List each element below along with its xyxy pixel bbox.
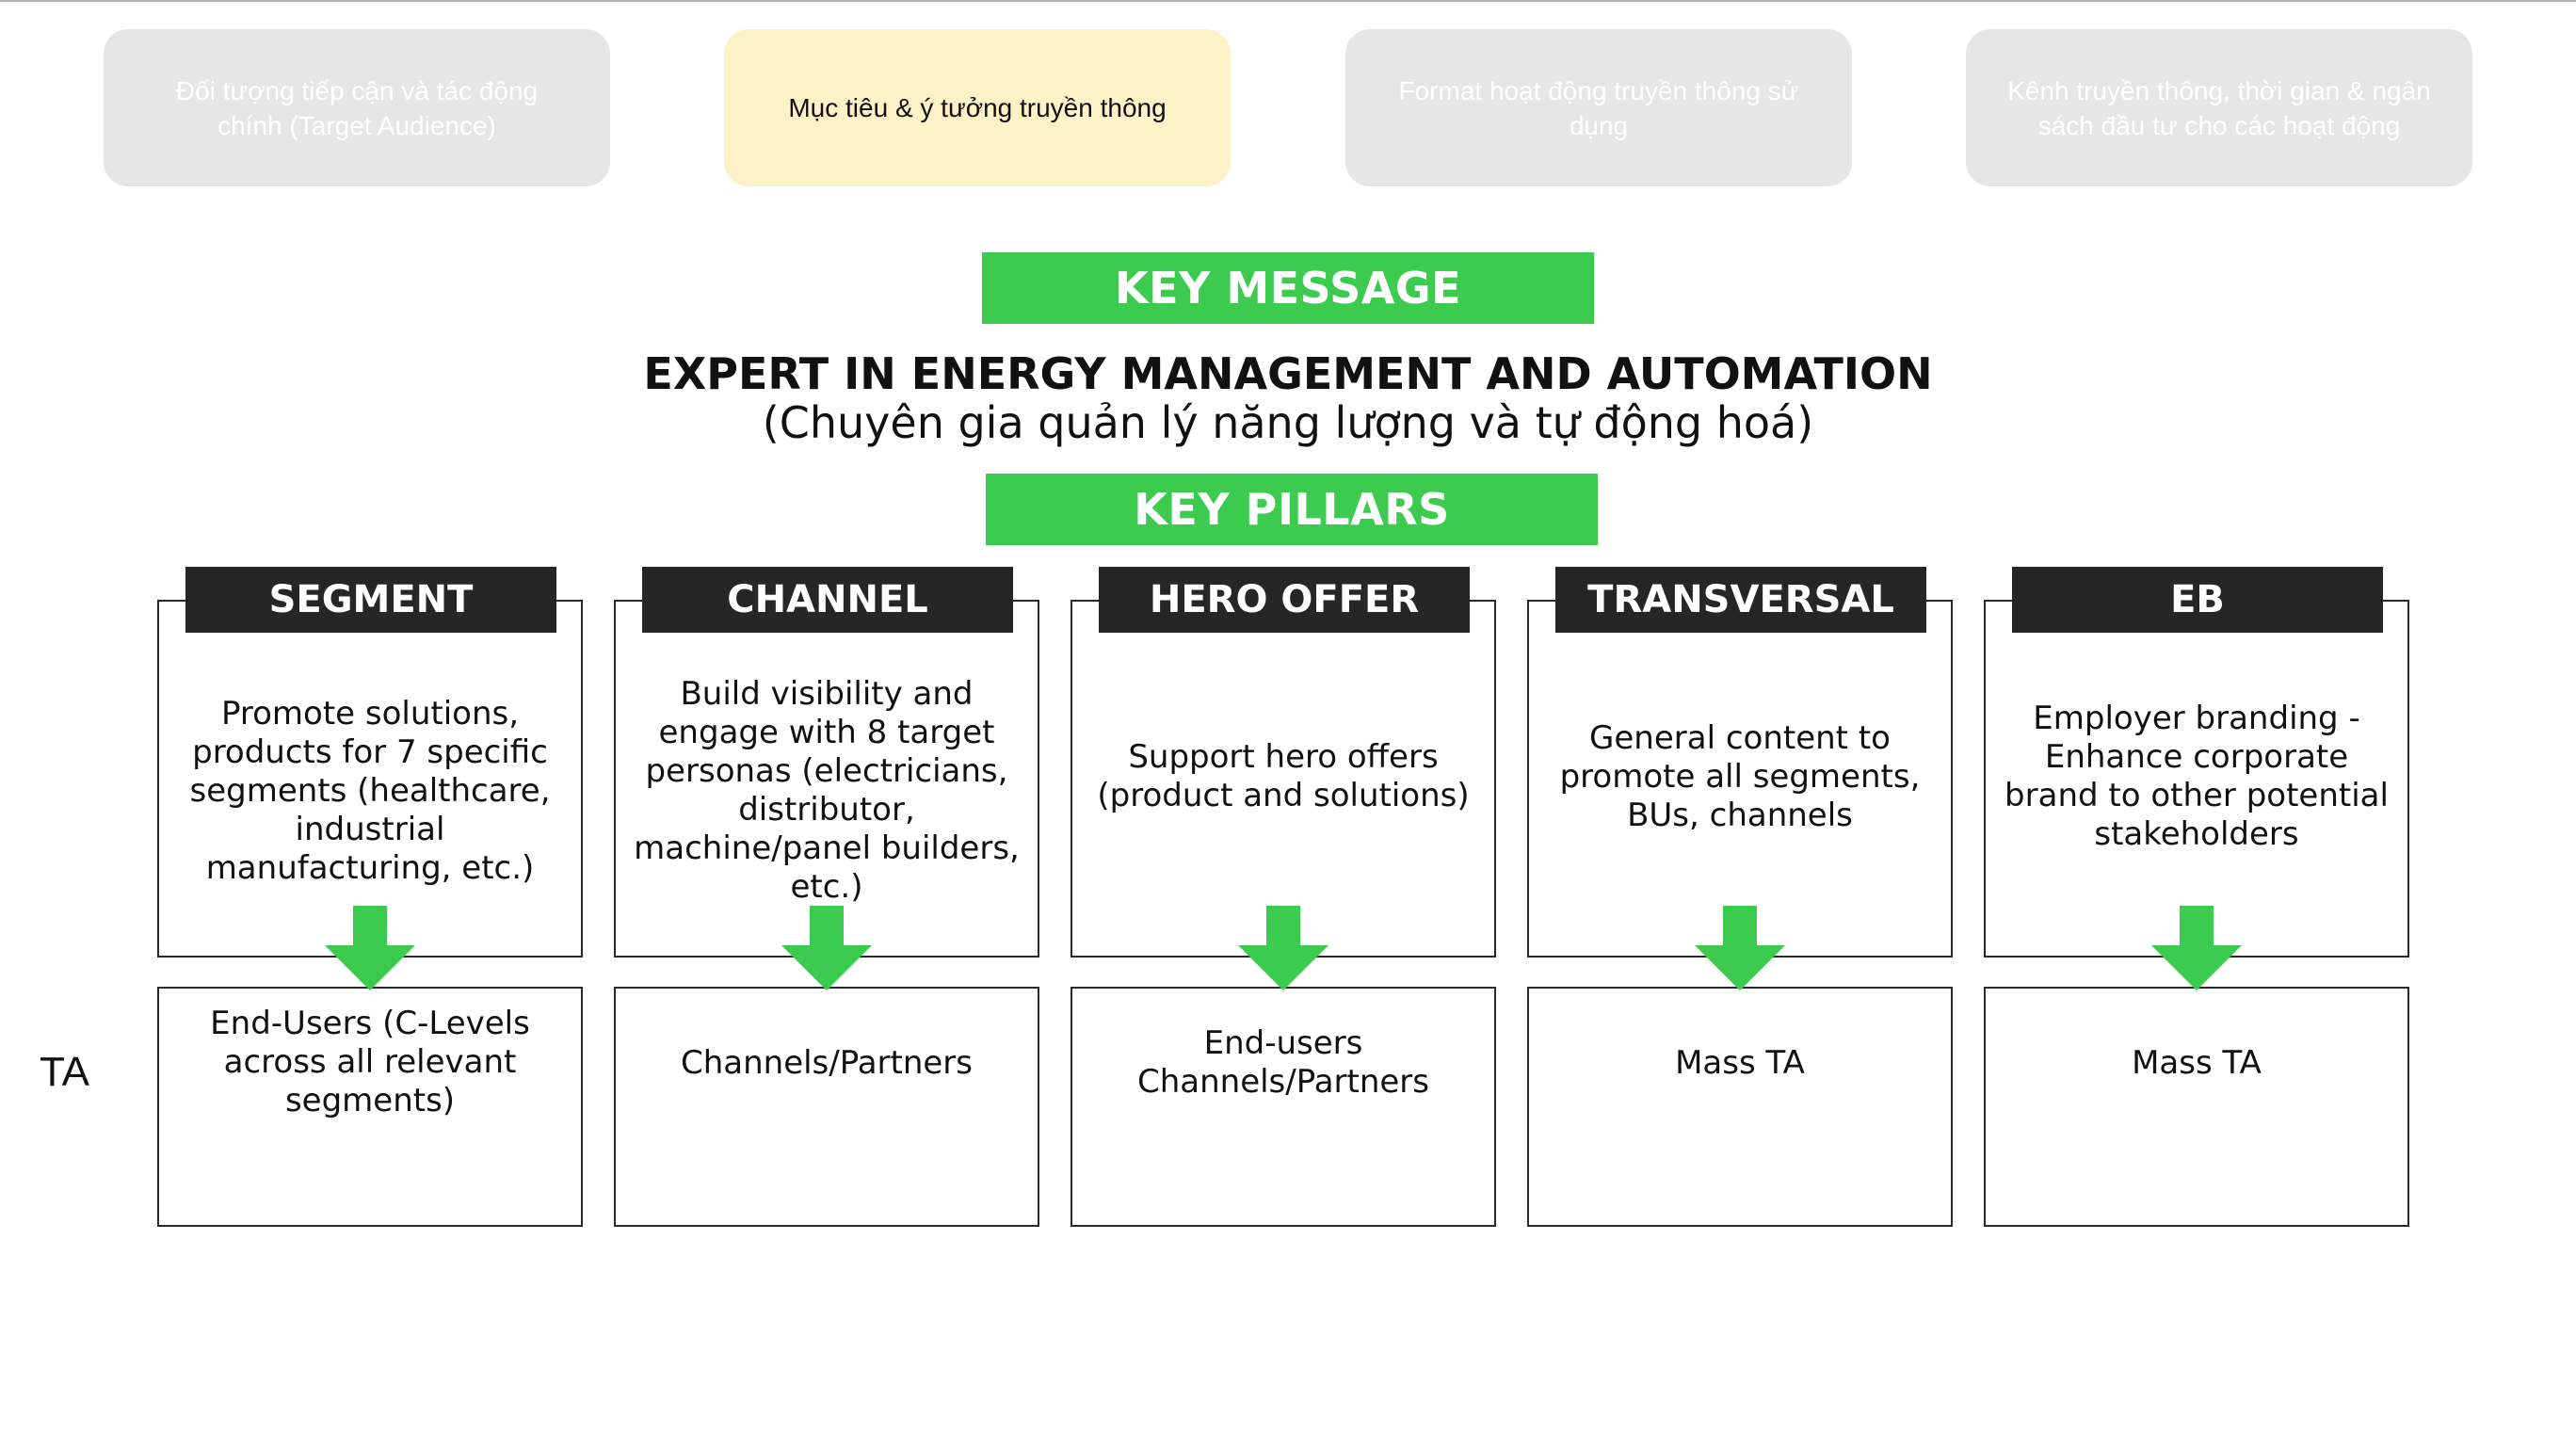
pillar-title: EB bbox=[2170, 578, 2225, 621]
ta-box-transversal bbox=[1527, 987, 1953, 1227]
pillar-header-eb: EB bbox=[2012, 567, 2383, 633]
pillar-description-text: Promote solutions, products for 7 specif… bbox=[189, 694, 551, 887]
nav-card-activity-format[interactable]: Format hoạt động truyền thông sử dụng bbox=[1345, 29, 1852, 186]
pillar-description-eb: Employer branding - Enhance corporate br… bbox=[1999, 650, 2394, 904]
key-pillars-banner-label: KEY PILLARS bbox=[1134, 484, 1450, 535]
nav-card-label: Kênh truyền thông, thời gian & ngân sách… bbox=[2007, 75, 2431, 140]
key-message-banner-label: KEY MESSAGE bbox=[1114, 263, 1462, 314]
ta-text-segment: End-Users (C-Levels across all relevant … bbox=[210, 1005, 530, 1119]
nav-card-label: Đối tượng tiếp cận và tác động chính (Ta… bbox=[175, 75, 539, 140]
key-pillars-banner: KEY PILLARS bbox=[986, 474, 1598, 545]
key-message-headline: EXPERT IN ENERGY MANAGEMENT AND AUTOMATI… bbox=[643, 348, 1933, 399]
pillar-header-channel: CHANNEL bbox=[642, 567, 1013, 633]
nav-card-label: Format hoạt động truyền thông sử dụng bbox=[1398, 75, 1799, 140]
pillar-title: CHANNEL bbox=[727, 578, 928, 621]
ta-box-channel bbox=[614, 987, 1039, 1227]
pillar-description-hero-offer: Support hero offers (product and solutio… bbox=[1086, 650, 1481, 904]
ta-text-eb: Mass TA bbox=[2132, 1044, 2262, 1082]
pillar-description-text: General content to promote all segments,… bbox=[1559, 718, 1921, 834]
ta-text-transversal: Mass TA bbox=[1675, 1044, 1805, 1082]
arrow-down-icon bbox=[1695, 906, 1785, 990]
pillar-header-segment: SEGMENT bbox=[185, 567, 556, 633]
arrow-down-icon bbox=[2151, 906, 2242, 990]
pillar-description-text: Employer branding - Enhance corporate br… bbox=[2004, 700, 2389, 853]
pillar-title: SEGMENT bbox=[268, 578, 474, 621]
pillar-description-channel: Build visibility and engage with 8 targe… bbox=[629, 650, 1024, 932]
nav-card-label: Mục tiêu & ý tưởng truyền thông bbox=[788, 93, 1167, 122]
ta-text-channel: Channels/Partners bbox=[680, 1044, 974, 1082]
pillar-box-eb bbox=[1984, 600, 2409, 958]
pillar-description-segment: Promote solutions, products for 7 specif… bbox=[172, 650, 568, 932]
pillar-box-channel bbox=[614, 600, 1039, 958]
nav-card-target-audience[interactable]: Đối tượng tiếp cận và tác động chính (Ta… bbox=[104, 29, 610, 186]
pillar-header-hero-offer: HERO OFFER bbox=[1099, 567, 1470, 633]
ta-box-hero-offer bbox=[1071, 987, 1496, 1227]
arrow-down-icon bbox=[325, 906, 415, 990]
nav-card-communication-objectives[interactable]: Mục tiêu & ý tưởng truyền thông bbox=[724, 29, 1231, 186]
pillar-description-transversal: General content to promote all segments,… bbox=[1542, 650, 1938, 904]
arrow-down-icon bbox=[1238, 906, 1328, 990]
pillar-description-text: Support hero offers (product and solutio… bbox=[1097, 738, 1470, 814]
arrow-down-icon bbox=[781, 906, 872, 990]
pillar-title: HERO OFFER bbox=[1149, 578, 1420, 621]
key-message-subline: (Chuyên gia quản lý năng lượng và tự độn… bbox=[762, 397, 1814, 448]
pillar-box-transversal bbox=[1527, 600, 1953, 958]
nav-card-channels-budget[interactable]: Kênh truyền thông, thời gian & ngân sách… bbox=[1966, 29, 2472, 186]
key-message-banner: KEY MESSAGE bbox=[982, 252, 1594, 324]
pillar-description-text: Build visibility and engage with 8 targe… bbox=[634, 675, 1020, 906]
ta-text-hero-offer: End-users Channels/Partners bbox=[1136, 1024, 1430, 1101]
pillar-header-transversal: TRANSVERSAL bbox=[1555, 567, 1926, 633]
ta-box-eb bbox=[1984, 987, 2409, 1227]
top-divider bbox=[0, 0, 2576, 2]
pillar-title: TRANSVERSAL bbox=[1587, 578, 1894, 621]
ta-row-label: TA bbox=[40, 1049, 89, 1095]
pillar-box-segment bbox=[157, 600, 583, 958]
